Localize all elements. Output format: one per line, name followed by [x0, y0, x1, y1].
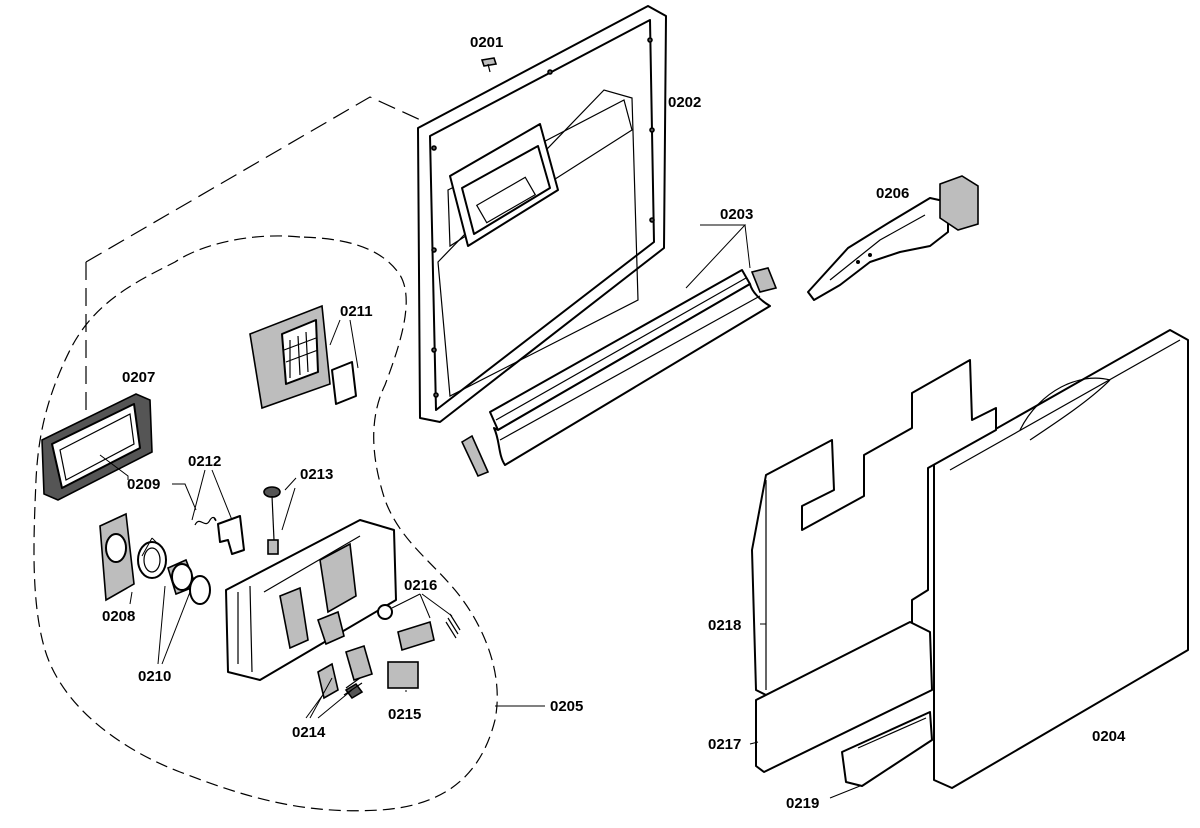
label-0206: 0206	[876, 185, 909, 202]
label-0215: 0215	[388, 706, 421, 723]
label-0210: 0210	[138, 668, 171, 685]
part-screw	[480, 57, 498, 73]
label-0207: 0207	[122, 369, 155, 386]
leader-lines	[99, 224, 861, 799]
label-0205: 0205	[550, 698, 583, 715]
part-bottom-trim	[460, 267, 778, 478]
label-0203: 0203	[720, 206, 753, 223]
label-0208: 0208	[102, 608, 135, 625]
part-outer-door-panel	[933, 329, 1189, 789]
part-control-bracket	[99, 512, 135, 602]
label-0202: 0202	[668, 94, 701, 111]
part-filter-cover	[249, 304, 357, 410]
label-0201: 0201	[470, 34, 503, 51]
part-rings	[137, 541, 211, 605]
part-hinge	[807, 175, 979, 301]
label-0211: 0211	[340, 303, 373, 320]
label-0213: 0213	[300, 466, 333, 483]
part-pin	[263, 486, 281, 555]
part-inner-door	[417, 5, 667, 423]
part-bottom-strip	[755, 621, 933, 773]
label-0219: 0219	[786, 795, 819, 812]
label-0209: 0209	[127, 476, 160, 493]
part-seal-frame	[41, 393, 153, 501]
label-0212: 0212	[188, 453, 221, 470]
label-0217-upper: 0218	[708, 617, 741, 634]
part-dispenser-body	[225, 519, 397, 681]
label-0214: 0214	[292, 724, 326, 741]
assembly-group-outline	[33, 235, 498, 812]
part-labels: 0201 0202 0203 0204 0205 0206 0207 0208 …	[102, 34, 1126, 812]
label-0217: 0217	[708, 736, 741, 753]
label-0204: 0204	[1092, 728, 1126, 745]
guide-line-upper	[85, 96, 426, 263]
part-spring-lever	[194, 515, 245, 555]
part-small-trim	[841, 711, 933, 787]
label-0216: 0216	[404, 577, 437, 594]
part-latch-parts	[317, 604, 461, 700]
